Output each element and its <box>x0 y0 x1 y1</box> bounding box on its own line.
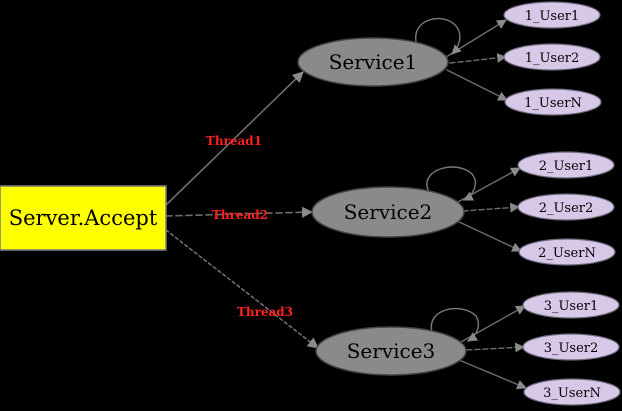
service-node-3: Service3 <box>315 326 467 376</box>
user-label: 3_UserN <box>543 386 601 401</box>
thread2-label: Thread2 <box>212 208 268 222</box>
user-ellipse <box>503 1 601 29</box>
user-ellipse <box>522 291 620 319</box>
service1-ellipse <box>297 37 449 87</box>
service3-loop-label-1: 发 <box>452 315 460 325</box>
edge-server-service2 <box>165 206 314 218</box>
edge-server-service1 <box>165 71 304 206</box>
user-label: 3_User2 <box>544 341 599 356</box>
server-label: Server.Accept <box>9 206 158 230</box>
service3-label: Service3 <box>347 339 436 363</box>
user-node-2-2: 2_User2 <box>517 193 615 221</box>
service3-self-loop <box>430 307 480 342</box>
thread1-label: Thread1 <box>206 134 262 148</box>
edge-service1-userN <box>446 69 508 101</box>
thread3-label: Thread3 <box>237 305 293 319</box>
service3-ellipse <box>315 326 467 376</box>
user-ellipse <box>504 88 602 116</box>
service2-ellipse <box>311 186 465 238</box>
service-node-2: Service2 <box>311 186 465 238</box>
service1-loop-label-1: 发 <box>432 26 440 36</box>
service2-label: Service2 <box>344 200 433 224</box>
user-label: 1_User2 <box>525 51 580 66</box>
service2-loop-label-2: 发 <box>456 184 464 194</box>
user-ellipse <box>522 333 620 361</box>
user-node-1-2: 1_User2 <box>503 43 601 71</box>
edge-service2-user2 <box>462 202 520 213</box>
server-node: Server.Accept <box>0 185 167 251</box>
edge-service3-userN <box>458 359 527 390</box>
user-label: 2_User1 <box>539 159 594 174</box>
service1-label: Service1 <box>329 50 418 74</box>
user-label: 2_UserN <box>538 246 596 261</box>
user-ellipse <box>518 238 616 266</box>
edge-server-service3 <box>165 229 319 349</box>
user-node-2-n: 2_UserN <box>518 238 616 266</box>
user-node-3-1: 3_User1 <box>522 291 620 319</box>
edge-service3-user2 <box>466 342 525 353</box>
user-label: 2_User2 <box>539 201 594 216</box>
edge-service1-user2 <box>449 53 507 64</box>
user-node-1-1: 1_User1 <box>503 1 601 29</box>
server-box <box>0 185 167 251</box>
user-node-3-n: 3_UserN <box>523 378 621 406</box>
service1-self-loop <box>415 17 462 55</box>
user-node-2-1: 2_User1 <box>517 151 615 179</box>
service-node-1: Service1 <box>297 37 449 87</box>
user-ellipse <box>523 378 621 406</box>
user-node-3-2: 3_User2 <box>522 333 620 361</box>
edge-service2-userN <box>454 219 522 252</box>
service2-loop-label-1: 转 <box>450 174 458 184</box>
user-label: 1_User1 <box>525 9 580 24</box>
user-node-1-n: 1_UserN <box>504 88 602 116</box>
service2-self-loop <box>426 166 476 201</box>
user-label: 1_UserN <box>524 96 582 111</box>
service1-loop-label-2: 送 <box>438 36 446 46</box>
service3-loop-label-2: 送 <box>458 325 466 335</box>
user-ellipse <box>517 151 615 179</box>
user-ellipse <box>517 193 615 221</box>
user-ellipse <box>503 43 601 71</box>
user-label: 3_User1 <box>544 299 599 314</box>
